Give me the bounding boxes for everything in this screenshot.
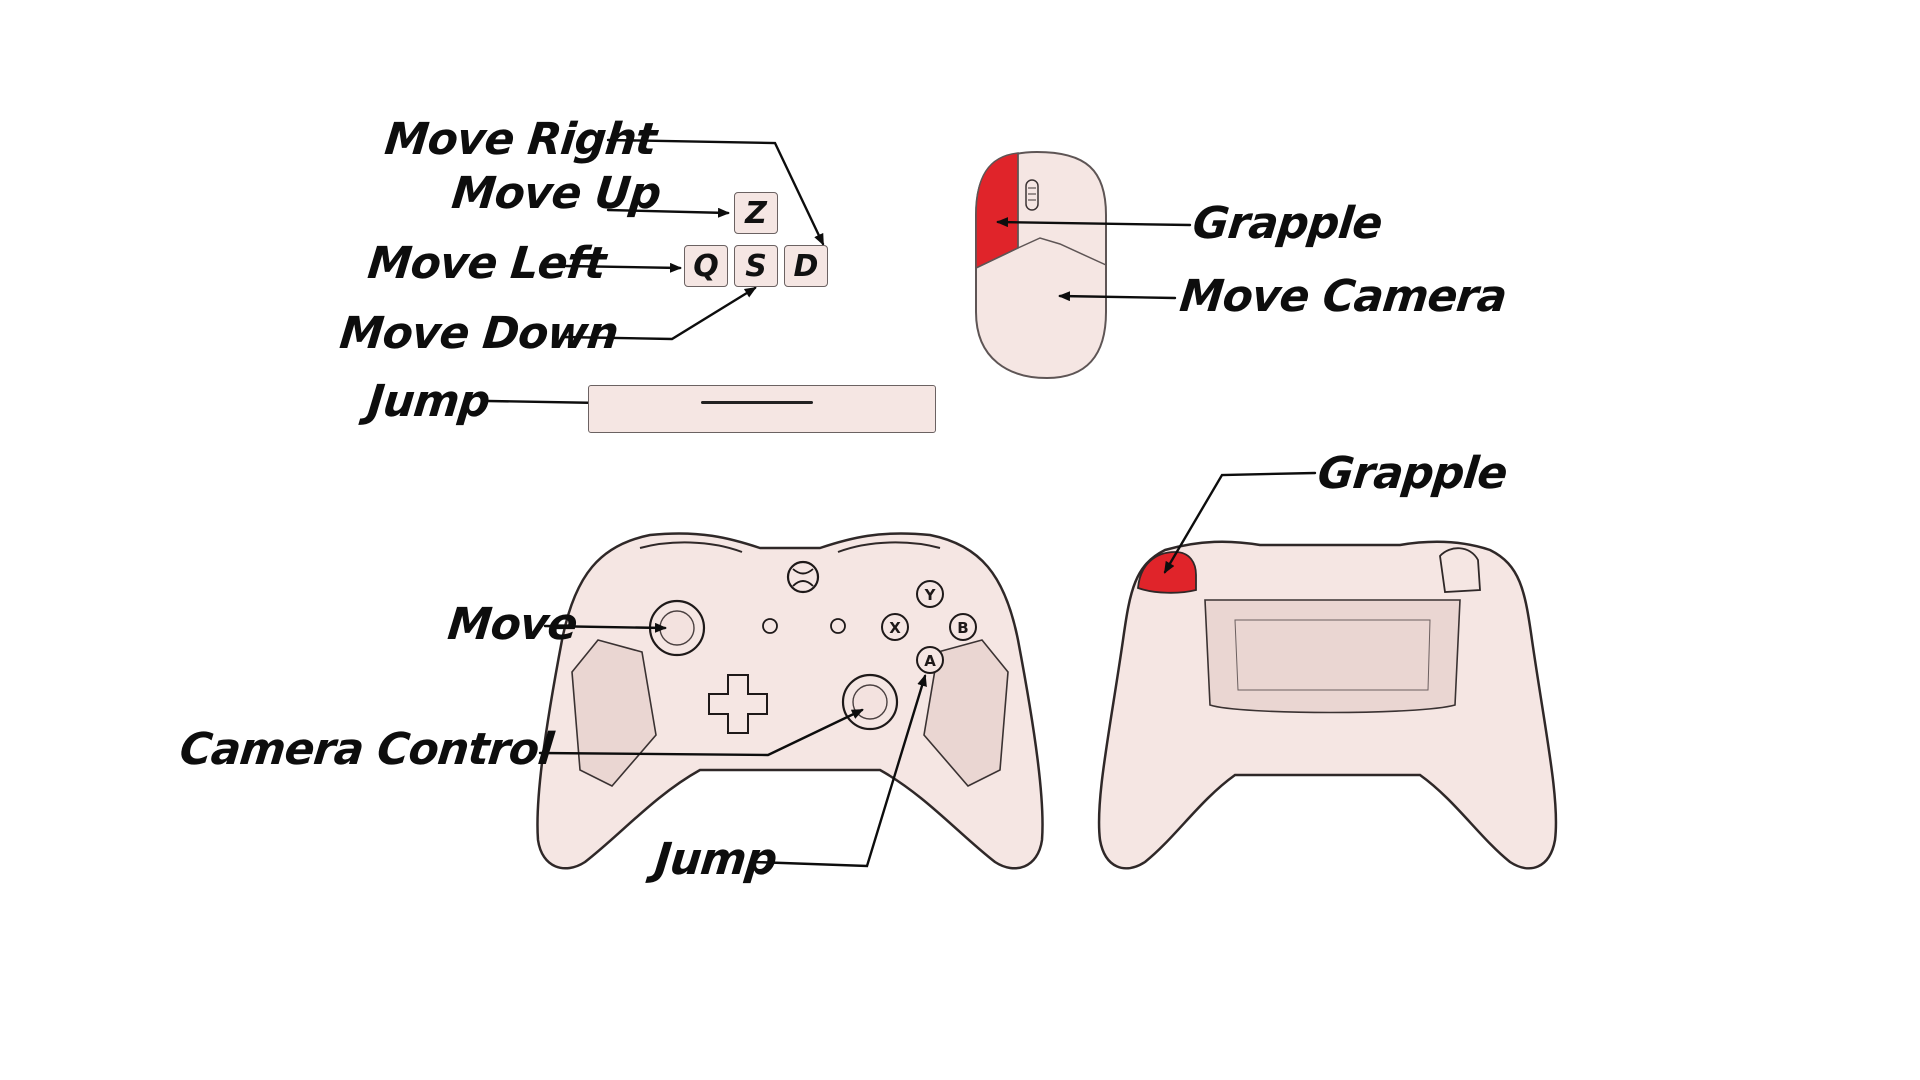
y-button-label: Y xyxy=(924,586,937,604)
b-button xyxy=(949,613,977,641)
label-camera-control: Camera Control xyxy=(177,724,556,775)
controller-back-illustration xyxy=(1097,540,1558,870)
label-move-down: Move Down xyxy=(337,308,621,359)
label-keyboard-jump: Jump xyxy=(365,376,492,427)
move-camera-leader xyxy=(1058,291,1177,302)
key-left: Q xyxy=(684,245,728,287)
mouse-left-button xyxy=(975,152,1019,270)
b-button-label: B xyxy=(957,619,968,637)
a-button-label: A xyxy=(924,652,936,670)
x-button-label: X xyxy=(889,619,901,637)
move-leader xyxy=(543,622,667,633)
label-controller-grapple: Grapple xyxy=(1315,448,1510,499)
move-right-leader xyxy=(606,138,825,246)
keyboard-jump-leader xyxy=(486,397,604,408)
move-up-leader xyxy=(606,207,730,218)
move-left-leader xyxy=(563,262,682,273)
left-trigger-highlight xyxy=(1137,551,1197,594)
a-button xyxy=(916,646,944,674)
label-move-right: Move Right xyxy=(382,114,659,165)
label-move-up: Move Up xyxy=(449,168,663,219)
key-up: Z xyxy=(734,192,778,234)
mouse-grapple-leader xyxy=(996,217,1192,228)
key-right: D xyxy=(784,245,828,287)
view-button xyxy=(762,618,778,634)
xbox-logo-button xyxy=(786,560,820,594)
label-move-camera: Move Camera xyxy=(1177,271,1509,322)
label-move: Move xyxy=(445,599,580,650)
controller-jump-leader xyxy=(753,674,927,868)
label-move-left: Move Left xyxy=(365,238,608,289)
camera-control-leader xyxy=(538,708,864,757)
spacebar-mark xyxy=(701,401,813,404)
d-pad xyxy=(708,674,768,734)
controller-front-illustration: Y X B A xyxy=(536,532,1044,870)
label-mouse-grapple: Grapple xyxy=(1190,198,1385,249)
x-button xyxy=(881,613,909,641)
controller-grapple-leader xyxy=(1163,471,1317,574)
y-button xyxy=(916,580,944,608)
key-space xyxy=(588,385,936,433)
mouse-scroll-wheel xyxy=(1025,179,1039,211)
label-controller-jump: Jump xyxy=(652,834,779,885)
key-down: S xyxy=(734,245,778,287)
move-down-leader xyxy=(560,286,757,341)
menu-button xyxy=(830,618,846,634)
mouse-illustration xyxy=(975,150,1107,380)
